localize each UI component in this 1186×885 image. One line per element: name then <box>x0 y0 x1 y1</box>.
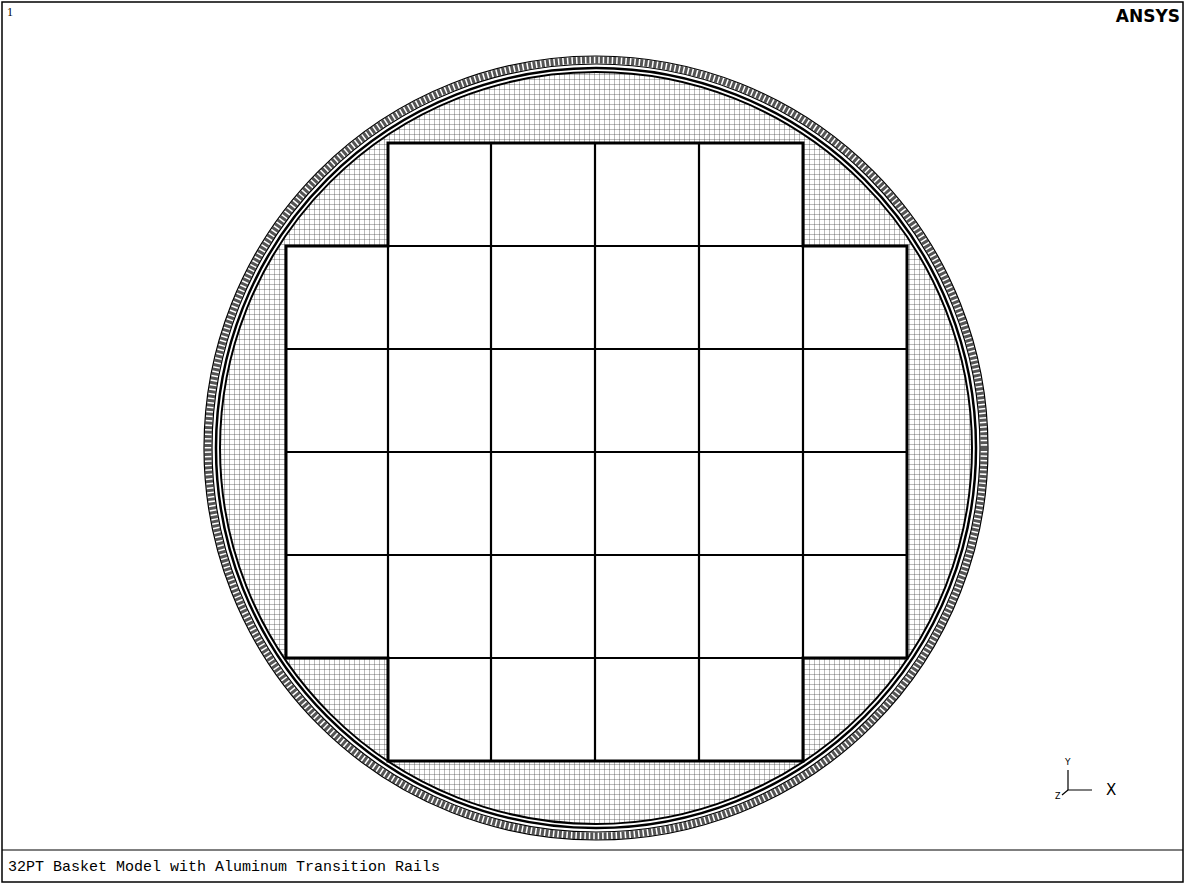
axis-label: Y <box>1065 758 1071 767</box>
software-logo: ANSYS <box>1116 8 1180 25</box>
plot-number: 1 <box>7 6 13 18</box>
axis-label: Z <box>1055 793 1060 801</box>
basket-grid <box>286 143 907 761</box>
axis-label: X <box>1106 783 1116 798</box>
plot-caption: 32PT Basket Model with Aluminum Transiti… <box>8 860 440 875</box>
transition-rail-mesh <box>220 72 972 824</box>
canister-shell <box>204 56 988 840</box>
axis-triad <box>1062 770 1092 795</box>
caption-rule <box>2 849 1183 850</box>
